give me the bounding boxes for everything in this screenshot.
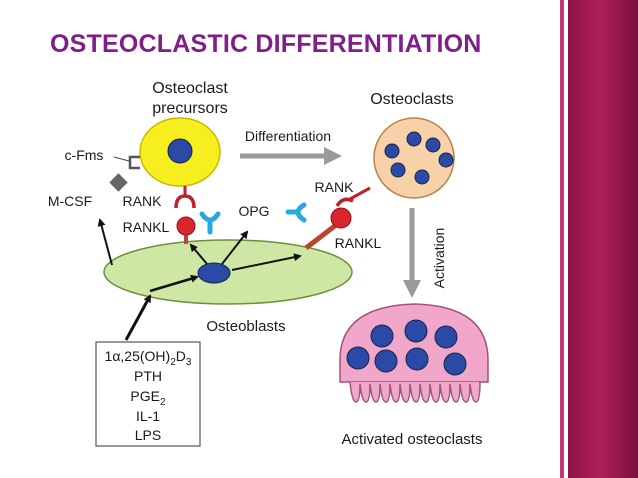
activation-arrow-head	[403, 280, 421, 298]
differentiation-arrow-head	[324, 147, 342, 165]
activated-osteoclast-cell	[339, 303, 489, 383]
factor-item: IL-1	[136, 408, 160, 424]
decorative-sidebar	[568, 0, 638, 478]
osteoclast-nucleus	[438, 152, 454, 168]
label-rank-right: RANK	[315, 179, 355, 195]
opg-right	[285, 202, 307, 223]
m-csf-ligand	[109, 173, 128, 192]
factor-item: 1α,25(OH)2D3	[105, 348, 192, 368]
factor-item: PGE2	[130, 388, 166, 408]
activated-nucleus	[405, 347, 429, 371]
arrow-factors-to-osteoblast	[124, 294, 152, 341]
activated-nucleus	[370, 324, 394, 348]
label-osteoclast-precursors: precursors	[152, 100, 228, 117]
label-rankl-right: RANKL	[335, 235, 382, 251]
label-opg: OPG	[238, 203, 269, 219]
c-fms-pointer	[113, 156, 130, 162]
rank-right-stem	[349, 186, 371, 201]
osteoclast-nucleus	[414, 169, 430, 185]
label-m-csf: M-CSF	[48, 193, 92, 209]
label-activation: Activation	[431, 228, 447, 289]
activated-nucleus	[374, 349, 398, 373]
activated-nucleus	[434, 325, 458, 349]
arrow-to-m-csf	[97, 218, 113, 266]
osteoclast-nucleus	[425, 137, 441, 153]
sidebar-stripe	[560, 0, 564, 478]
factor-item: LPS	[135, 427, 161, 443]
osteoclast-nucleus	[384, 143, 400, 159]
label-activated-osteoclasts: Activated osteoclasts	[342, 431, 483, 448]
label-osteoclast-precursors: Osteoclast	[152, 80, 228, 97]
arrow-nucleus-to-rankl	[189, 243, 208, 265]
osteoclast-diagram: 1α,25(OH)2D3 PTH PGE2 IL-1 LPS Osteoclas…	[48, 80, 489, 448]
arrow-nucleus-to-opg	[221, 230, 249, 265]
precursor-nucleus	[167, 138, 193, 164]
label-osteoblasts: Osteoblasts	[206, 318, 285, 335]
label-c-fms: c-Fms	[65, 147, 104, 163]
rankl-right-stem	[304, 223, 338, 250]
arrow-nucleus-to-rankl-right	[231, 253, 302, 271]
activated-nucleus	[346, 346, 370, 370]
osteoclast-nucleus	[406, 131, 422, 147]
osteoblast-nucleus	[197, 262, 231, 284]
label-rankl-left: RANKL	[123, 219, 170, 235]
label-osteoclasts: Osteoclasts	[370, 91, 454, 108]
rankl-left-ligand	[176, 216, 196, 236]
opg-left	[199, 211, 221, 235]
rank-left-receptor	[174, 194, 196, 209]
factor-item: PTH	[134, 368, 162, 384]
arrow-input-to-nucleus	[149, 274, 199, 293]
rankl-right-ligand	[330, 207, 352, 229]
c-fms-receptor	[128, 155, 140, 170]
label-rank-left: RANK	[123, 193, 163, 209]
activated-osteoclast-ruffled-border	[349, 381, 481, 403]
rank-right-receptor	[335, 197, 354, 207]
activated-nucleus	[404, 319, 428, 343]
slide-title: OSTEOCLASTIC DIFFERENTIATION	[50, 30, 482, 58]
label-differentiation: Differentiation	[245, 128, 331, 144]
osteoclast-nucleus	[390, 162, 406, 178]
factors-box	[95, 341, 201, 447]
activated-nucleus	[443, 352, 467, 376]
